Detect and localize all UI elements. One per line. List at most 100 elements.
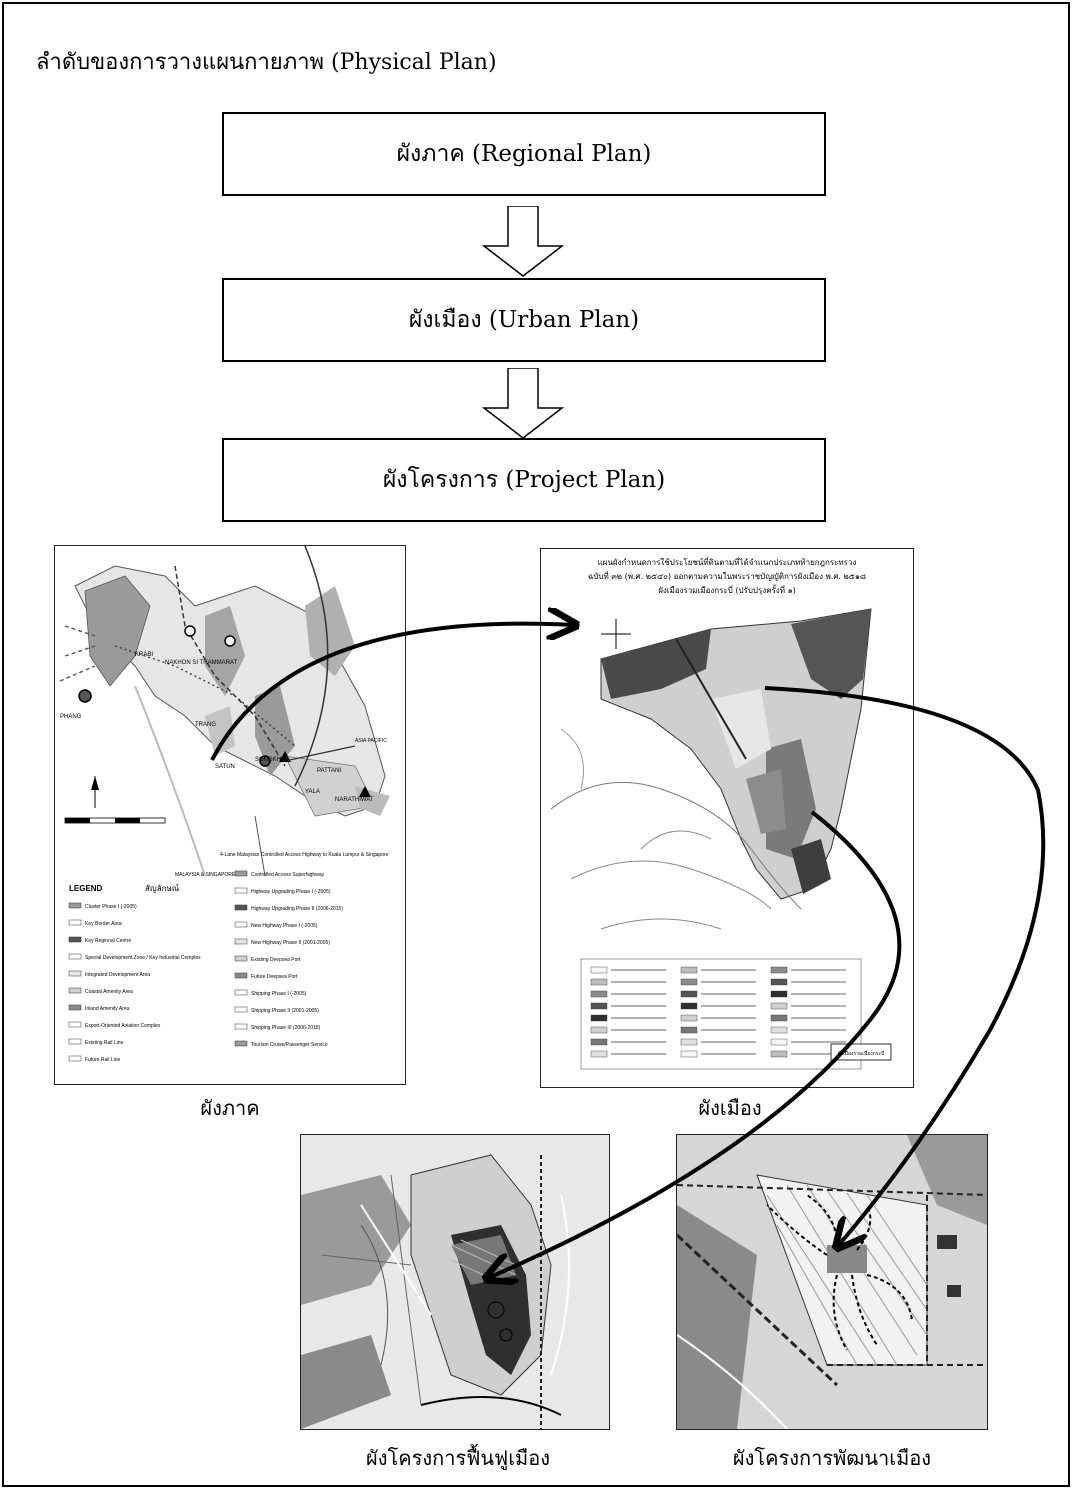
- renewal-project-map: [300, 1134, 610, 1430]
- legend-item: Shipping Phase III (2006-2015): [251, 1025, 321, 1031]
- development-project-map: [676, 1134, 988, 1430]
- regional-plan-box: ผังภาค (Regional Plan): [222, 112, 826, 196]
- urban-map-title: แผนผังกำหนดการใช้ประโยชน์ที่ดินตามที่ได้…: [598, 556, 857, 567]
- legend-swatch: [234, 1040, 248, 1047]
- project-plan-box: ผังโครงการ (Project Plan): [222, 438, 826, 522]
- legend-swatch: [680, 1014, 698, 1022]
- legend-swatch: [234, 955, 248, 962]
- legend-swatch: [68, 1055, 82, 1062]
- legend-swatch: [234, 1006, 248, 1013]
- legend-swatch: [590, 1050, 608, 1058]
- legend-swatch: [68, 970, 82, 977]
- legend-swatch: [770, 1002, 788, 1010]
- legend-swatch: [68, 953, 82, 960]
- urban-map-caption: ผังเมือง: [698, 1096, 762, 1120]
- regional-map: NAKHON SI THAMMARAT TRANG SATUN SONGKHLA…: [54, 545, 406, 1085]
- legend-item: Coastal Amenity Area: [85, 989, 133, 995]
- map-label: NARATHIWAT: [335, 797, 374, 803]
- legend-swatch: [68, 902, 82, 909]
- legend-swatch: [590, 990, 608, 998]
- legend-swatch: [770, 1014, 788, 1022]
- legend-item: Tourism Cruise/Passenger Service: [251, 1042, 328, 1048]
- map-label: MALAYSIA & SINGAPORE: [175, 872, 236, 878]
- renewal-project-caption: ผังโครงการฟื้นฟูเมือง: [366, 1446, 550, 1470]
- legend-swatch: [234, 921, 248, 928]
- legend-swatch: [770, 978, 788, 986]
- legend-swatch: [234, 989, 248, 996]
- page-title: ลำดับของการวางแผนกายภาพ (Physical Plan): [36, 50, 497, 75]
- legend-item: Controlled Access Superhighway: [251, 872, 325, 878]
- legend-swatch: [234, 938, 248, 945]
- legend-swatch: [234, 887, 248, 894]
- map-label: SONGKHLA: [255, 757, 288, 763]
- legend-swatch: [68, 987, 82, 994]
- urban-map: แผนผังกำหนดการใช้ประโยชน์ที่ดินตามที่ได้…: [540, 548, 914, 1088]
- legend-swatch: [590, 1038, 608, 1046]
- urban-plan-box: ผังเมือง (Urban Plan): [222, 278, 826, 362]
- legend-title-thai: สัญลักษณ์: [145, 883, 180, 893]
- legend-swatch: [590, 966, 608, 974]
- legend-swatch: [234, 870, 248, 877]
- legend-swatch: [68, 1021, 82, 1028]
- legend-item: Shipping Phase I (-2005): [251, 991, 307, 997]
- legend-swatch: [770, 966, 788, 974]
- legend-item: Inland Amenity Area: [85, 1006, 130, 1012]
- legend-swatch: [68, 919, 82, 926]
- legend-item: Special Development Zone / Key Industria…: [85, 955, 201, 961]
- legend-swatch: [68, 1038, 82, 1045]
- legend-swatch: [770, 1026, 788, 1034]
- legend-swatch: [680, 966, 698, 974]
- legend-item: Integrated Development Area: [85, 972, 150, 978]
- legend-item: Existing Deepsea Port: [251, 957, 301, 963]
- map-label: YALA: [305, 789, 320, 795]
- map-label: TRANG: [195, 722, 216, 728]
- compass-icon: [91, 776, 99, 808]
- down-arrow-icon: [481, 368, 565, 439]
- map-label: PATTANI: [317, 768, 341, 774]
- legend-swatch: [68, 936, 82, 943]
- urban-map-title: ฉบับที่ ๓๒ (พ.ศ. ๒๕๔๐) ออกตามความในพระรา…: [588, 570, 866, 581]
- legend-swatch: [680, 1026, 698, 1034]
- map-label: 4-Lane Malaysian Controlled Access Highw…: [220, 852, 389, 858]
- legend-swatch: [234, 972, 248, 979]
- legend-swatch: [770, 1050, 788, 1058]
- legend-item: Highway Upgrading Phase I (-2005): [251, 889, 331, 895]
- legend-item: Future Rail Line: [85, 1057, 121, 1063]
- legend-item: Key Regional Centre: [85, 938, 131, 944]
- legend-swatch: [234, 904, 248, 911]
- legend-item: New Highway Phase I (-2005): [251, 923, 318, 929]
- legend-item: Shipping Phase II (2001-2005): [251, 1008, 319, 1014]
- legend-swatch: [770, 1038, 788, 1046]
- map-label: SATUN: [215, 764, 235, 770]
- map-label: PHANG: [60, 714, 82, 720]
- development-project-caption: ผังโครงการพัฒนาเมือง: [732, 1446, 932, 1470]
- legend-swatch: [680, 1050, 698, 1058]
- legend-swatch: [590, 1014, 608, 1022]
- legend-item: Existing Rail Line: [85, 1040, 124, 1046]
- legend-item: Key Border Area: [85, 921, 122, 927]
- legend-swatch: [590, 978, 608, 986]
- urban-legend: [580, 958, 862, 1070]
- map-label: NAKHON SI THAMMARAT: [165, 660, 237, 666]
- legend-swatch: [770, 990, 788, 998]
- legend-swatch: [590, 1002, 608, 1010]
- urban-map-title: ผังเมืองรวมเมืองกระบี่ (ปรับปรุงครั้งที่…: [658, 584, 796, 595]
- legend-title: LEGEND: [69, 884, 103, 893]
- legend-swatch: [680, 1002, 698, 1010]
- legend-swatch: [680, 1038, 698, 1046]
- map-label: ASIA PACIFIC: [355, 738, 387, 744]
- regional-map-caption: ผังภาค: [200, 1096, 260, 1120]
- legend-item: New Highway Phase II (2001-2005): [251, 940, 330, 946]
- legend-swatch: [680, 978, 698, 986]
- legend-swatch: [234, 1023, 248, 1030]
- map-label: KRABI: [135, 652, 153, 658]
- legend-column-left: Cluster Phase I (-2005) Key Border AreaKe…: [68, 902, 201, 1063]
- urban-map-stamp: ผังเมืองรวมเมืองกระบี่: [838, 1050, 885, 1057]
- legend-item: Cluster Phase I (-2005): [85, 904, 137, 910]
- legend-item: Highway Upgrading Phase II (2006-2015): [251, 906, 343, 912]
- legend-swatch: [590, 1026, 608, 1034]
- down-arrow-icon: [481, 206, 565, 277]
- legend-swatch: [68, 1004, 82, 1011]
